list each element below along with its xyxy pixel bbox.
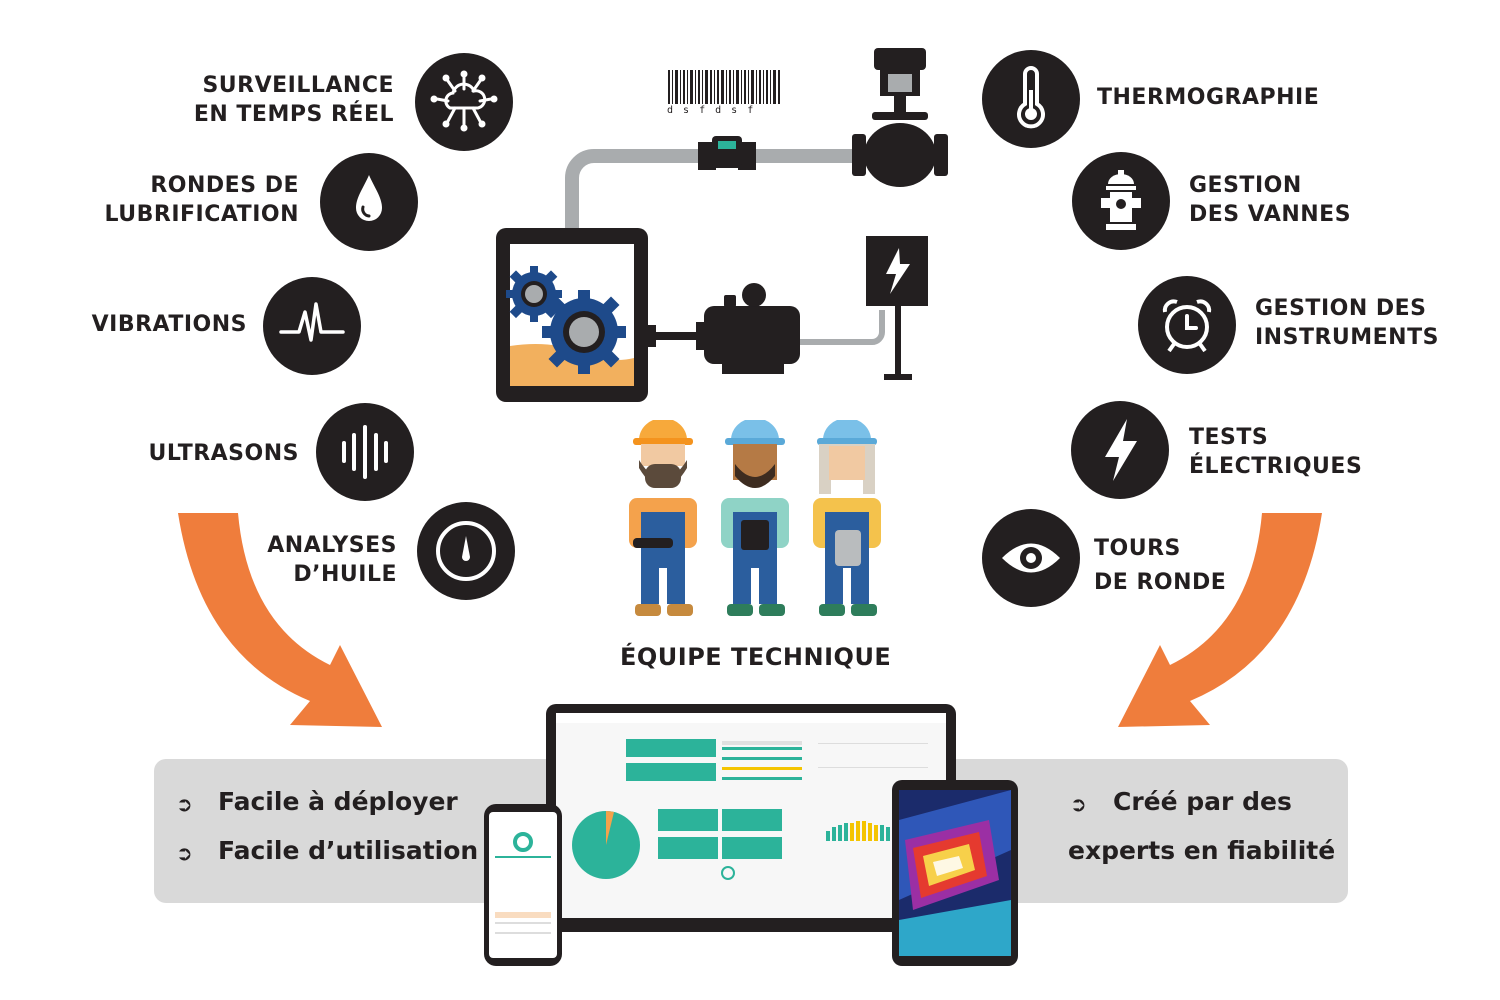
arrow-bullet-icon: ➲ — [1070, 792, 1087, 816]
oil-drop-icon — [320, 153, 418, 251]
motor — [648, 283, 800, 374]
thermometer-icon — [982, 50, 1080, 148]
flow-meter — [698, 136, 756, 170]
orange-arrow-right — [1118, 513, 1322, 727]
phone-screen — [489, 812, 557, 958]
feature-deploy: Facile à déployer — [218, 787, 458, 816]
feature-usage: Facile d’utilisation — [218, 836, 479, 865]
hydrant-icon — [1072, 152, 1170, 250]
thermal-image-screen — [899, 790, 1011, 956]
team-label: ÉQUIPE TECHNIQUE — [620, 643, 892, 671]
ultrasound-bars-icon — [316, 403, 414, 501]
valve — [852, 48, 948, 187]
gear-small — [506, 266, 562, 322]
technicians-illustration — [629, 420, 881, 616]
label-thermographie: THERMOGRAPHIE — [1097, 85, 1320, 110]
technician-3 — [813, 420, 881, 616]
lightning-icon — [1071, 401, 1169, 499]
arrow-bullet-icon: ➲ — [176, 792, 193, 816]
barcode-text: d s f d s f — [667, 105, 755, 116]
dashboard-screen — [556, 713, 946, 918]
gear-large — [542, 290, 626, 374]
eye-icon — [982, 509, 1080, 607]
feature-experts-line1: Créé par des — [1113, 787, 1292, 816]
feature-experts-line2: experts en fiabilité — [1068, 836, 1336, 865]
machinery-schematic: d s f d s f — [496, 48, 948, 402]
arrow-bullet-icon: ➲ — [176, 841, 193, 865]
cloud-network-icon — [415, 53, 513, 151]
technician-1 — [629, 420, 697, 616]
oil-gauge-icon — [417, 502, 515, 600]
gearbox-tablet — [496, 228, 648, 402]
orange-arrow-left — [178, 513, 382, 727]
electrical-panel — [866, 236, 928, 380]
vibration-wave-icon — [263, 277, 361, 375]
label-ultrasons: ULTRASONS — [148, 441, 299, 466]
label-vibrations: VIBRATIONS — [91, 312, 247, 337]
alarm-clock-icon — [1138, 276, 1236, 374]
technician-2 — [721, 420, 789, 616]
barcode — [668, 70, 780, 104]
